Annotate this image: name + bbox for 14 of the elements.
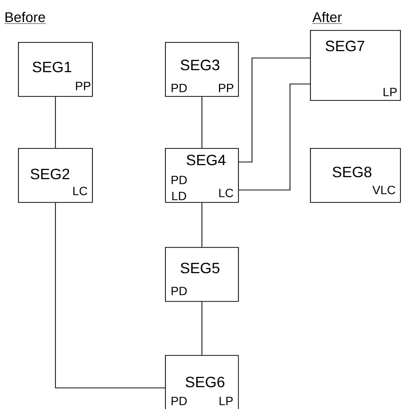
connector-line [55,96,56,148]
segment-box: SEG1 PP [18,42,93,97]
segment-box: SEG8 VLC [310,148,401,203]
connector-line [55,202,166,388]
segment-box: SEG3 PD PP [165,42,239,97]
connector-line [238,58,310,162]
section-heading: Before [4,12,46,24]
section-heading: After [312,12,342,24]
segment-box: SEG6 PD LP [165,355,239,409]
connector-line [238,84,310,190]
segment-box: SEG5 PD [165,247,239,302]
segment-box: SEG2 LC [18,148,93,203]
segment-box: SEG4 PD LD LC [165,148,239,203]
segment-box: SEG7 LP [310,30,401,101]
